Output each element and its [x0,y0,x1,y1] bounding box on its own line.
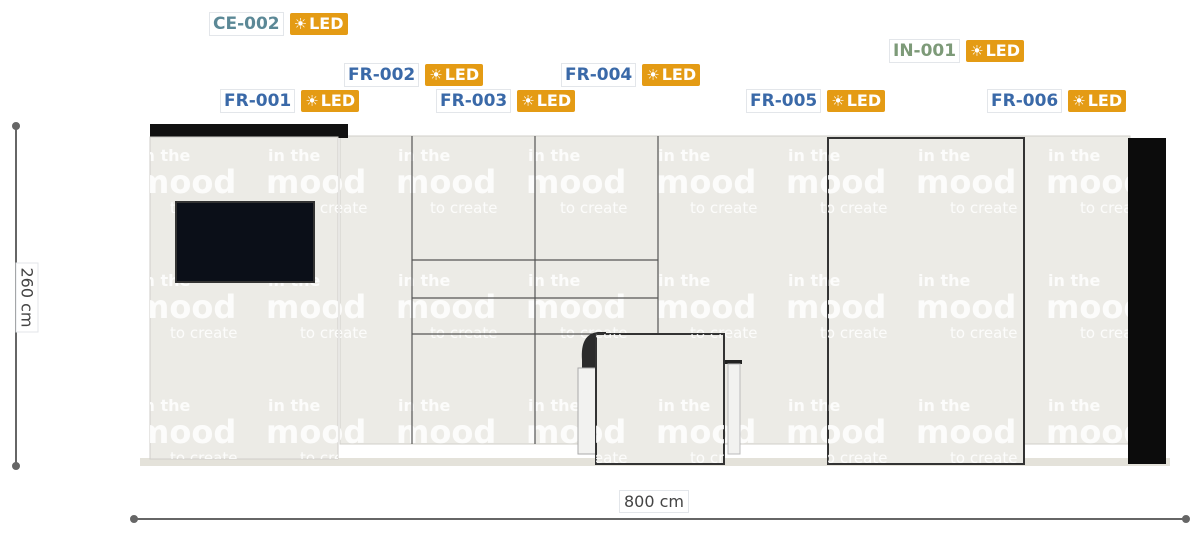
sun-icon: ☀ [429,66,443,84]
sun-icon: ☀ [1072,92,1086,110]
tag-fr-005[interactable]: FR-005 ☀LED [746,89,886,113]
led-badge: ☀LED [1068,90,1127,112]
tag-code: FR-005 [746,89,822,113]
chair-base [577,367,597,455]
sun-icon: ☀ [521,92,535,110]
led-badge: ☀LED [517,90,576,112]
width-dimension-line [130,515,1190,523]
desk-top [722,360,742,364]
tag-code: FR-004 [561,63,637,87]
tag-code: IN-001 [889,39,961,63]
tag-code: CE-002 [209,12,284,36]
tag-fr-004[interactable]: FR-004 ☀LED [561,63,701,87]
tag-code: FR-001 [220,89,296,113]
led-badge: ☀LED [425,64,484,86]
sun-icon: ☀ [646,66,660,84]
sun-icon: ☀ [305,92,319,110]
tag-ce-002[interactable]: CE-002 ☀LED [209,12,348,36]
led-badge: ☀LED [642,64,701,86]
end-column [1128,138,1166,464]
tag-in-001[interactable]: IN-001 ☀LED [889,39,1024,63]
tag-fr-002[interactable]: FR-002 ☀LED [344,63,484,87]
width-label: 800 cm [619,490,690,513]
right-panel-branding [828,138,1024,464]
sun-icon: ☀ [293,15,308,33]
tag-code: FR-006 [987,89,1063,113]
led-badge: ☀LED [827,90,886,112]
height-label: 260 cm [15,262,39,333]
counter-branding [596,334,724,464]
sun-icon: ☀ [970,42,984,60]
left-column-branding [150,137,338,459]
led-badge: ☀LED [966,40,1024,62]
tag-fr-003[interactable]: FR-003 ☀LED [436,89,576,113]
sun-icon: ☀ [831,92,845,110]
tag-fr-001[interactable]: FR-001 ☀LED [220,89,360,113]
desk-leg [727,363,741,455]
led-badge: ☀LED [289,13,348,35]
tag-fr-006[interactable]: FR-006 ☀LED [987,89,1127,113]
tag-code: FR-002 [344,63,420,87]
led-badge: ☀LED [301,90,360,112]
column-header [150,124,348,138]
tv-screen [175,201,315,283]
tag-code: FR-003 [436,89,512,113]
